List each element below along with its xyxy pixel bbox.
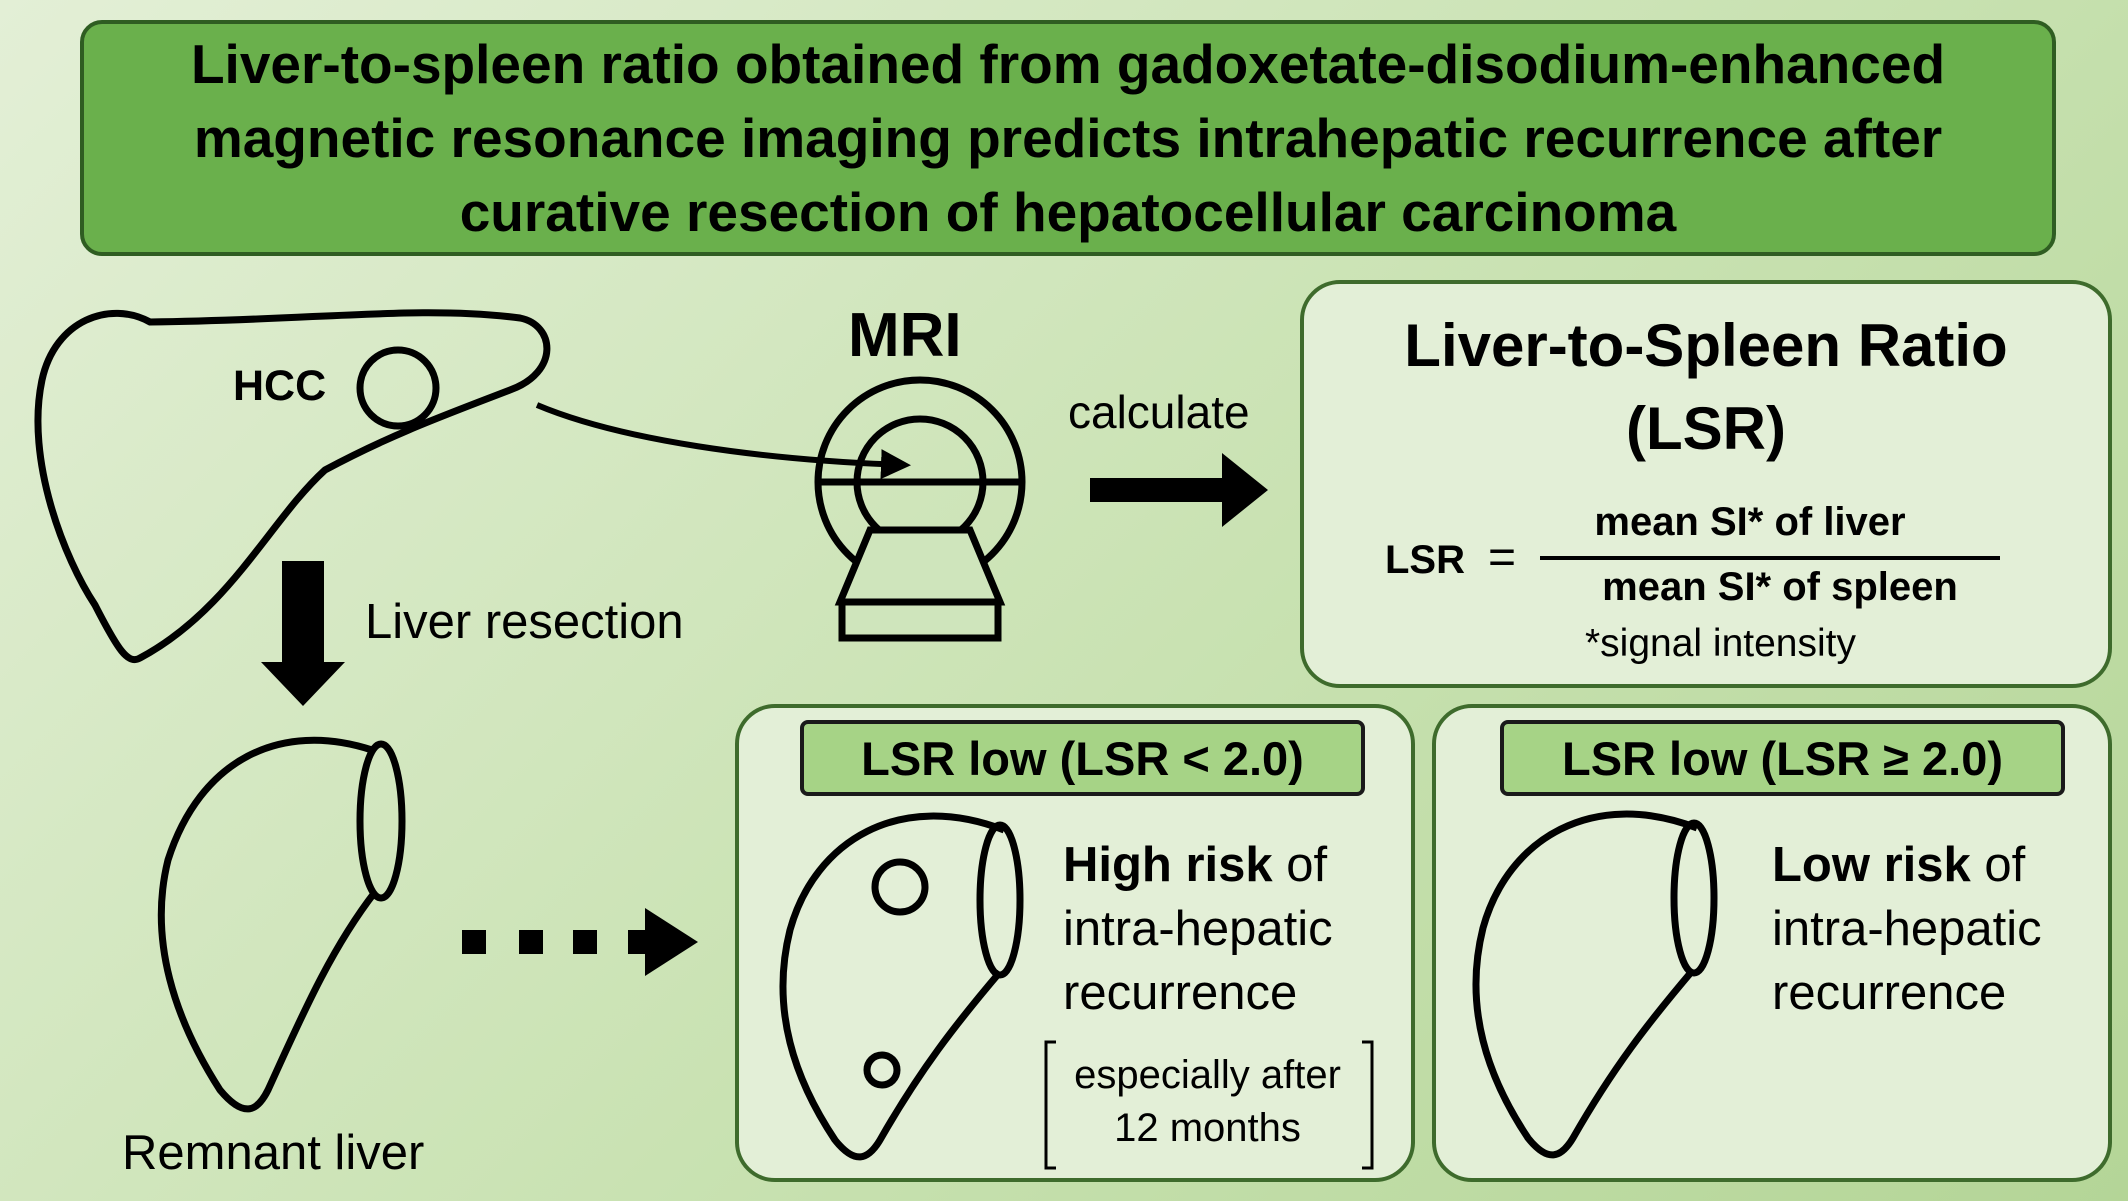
high-risk-line1: High risk of (1063, 833, 1327, 897)
formula-numerator: mean SI* of liver (1594, 500, 1906, 544)
healthy-liver-shape (1472, 810, 1699, 1159)
recurrence-cut-ellipse (976, 821, 1024, 979)
note-bracket-right (1362, 1040, 1374, 1170)
low-risk-of: of (1970, 838, 2026, 892)
high-lsr-badge: LSR low (LSR ≥ 2.0) (1500, 720, 2065, 796)
healthy-cut-ellipse (1670, 819, 1718, 977)
lsr-title-line1: Liver-to-Spleen Ratio (1404, 312, 2008, 379)
formula-lhs: LSR (1385, 538, 1465, 582)
calculate-arrow (1090, 453, 1268, 527)
mri-label: MRI (848, 301, 962, 370)
remnant-liver-shape (157, 736, 378, 1113)
remnant-liver-label: Remnant liver (122, 1126, 425, 1180)
hcc-label: HCC (233, 362, 327, 410)
high-risk-line3: recurrence (1063, 966, 1298, 1020)
cut-surface-ellipse (356, 740, 406, 902)
low-risk-line3: recurrence (1772, 966, 2007, 1020)
curved-arrow (535, 402, 911, 480)
low-risk-bold: Low risk (1772, 838, 1971, 892)
lsr-panel (1300, 280, 2112, 688)
liver-shape (34, 309, 551, 663)
formula-footnote: *signal intensity (1585, 622, 1856, 665)
high-risk-bold: High risk (1063, 838, 1273, 892)
fraction-bar (1540, 556, 2000, 560)
formula-denominator: mean SI* of spleen (1602, 565, 1958, 609)
note-bracket-left (1044, 1040, 1056, 1170)
high-risk-of: of (1272, 838, 1328, 892)
liver-resection-label: Liver resection (365, 595, 684, 649)
resection-arrow (261, 561, 345, 706)
note-line1: especially after (1074, 1053, 1341, 1097)
title-banner: Liver-to-spleen ratio obtained from gado… (80, 20, 2056, 256)
recurrence-nodule-large (871, 858, 929, 916)
mri-scanner-icon (814, 376, 1026, 642)
note-line2: 12 months (1114, 1106, 1301, 1150)
high-risk-line2: intra-hepatic (1063, 902, 1333, 956)
calculate-label: calculate (1068, 386, 1250, 438)
lsr-title-line2: (LSR) (1626, 395, 1786, 462)
dotted-arrow (462, 908, 698, 976)
title-text: Liver-to-spleen ratio obtained from gado… (190, 33, 1946, 243)
low-lsr-badge: LSR low (LSR < 2.0) (800, 720, 1365, 796)
hcc-tumor-circle (356, 346, 440, 430)
recurrence-nodule-small (863, 1051, 901, 1089)
low-risk-line2: intra-hepatic (1772, 902, 2042, 956)
recurrence-liver-shape (779, 812, 1006, 1161)
low-risk-line1: Low risk of (1772, 833, 2025, 897)
formula-equals: = (1488, 531, 1517, 584)
